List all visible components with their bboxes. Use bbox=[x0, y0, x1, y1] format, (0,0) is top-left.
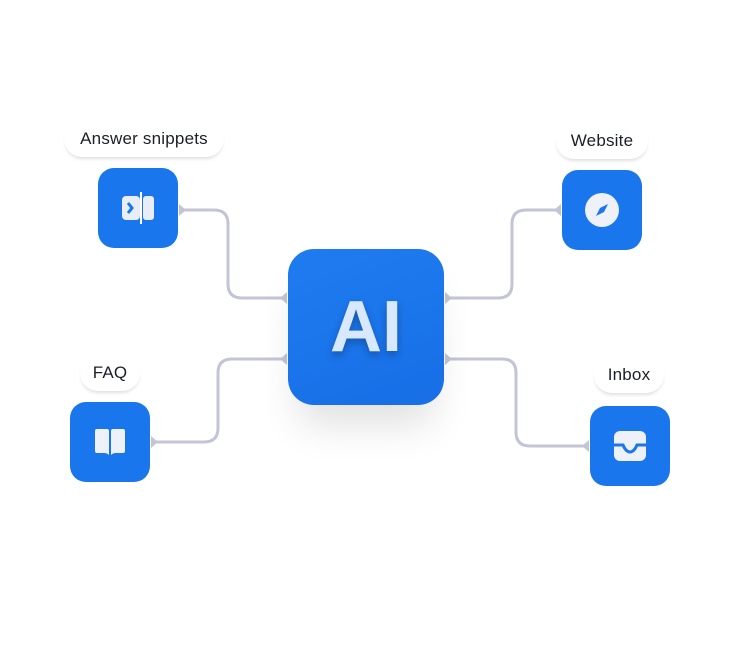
ai-hub[interactable]: AI bbox=[288, 249, 444, 405]
connector-inbox bbox=[448, 357, 586, 448]
book-icon bbox=[95, 429, 125, 455]
compass-icon bbox=[585, 193, 619, 227]
label-faq: FAQ bbox=[80, 355, 140, 391]
label-answer-snippets: Answer snippets bbox=[64, 121, 224, 157]
connector-website bbox=[448, 208, 558, 300]
faq-node[interactable] bbox=[70, 402, 150, 482]
answer-snippets-node[interactable] bbox=[98, 168, 178, 248]
label-inbox: Inbox bbox=[594, 357, 664, 393]
label-website: Website bbox=[556, 123, 648, 159]
website-node[interactable] bbox=[562, 170, 642, 250]
inbox-icon bbox=[614, 431, 646, 461]
inbox-node[interactable] bbox=[590, 406, 670, 486]
sidebar-panel-icon bbox=[122, 192, 154, 224]
connector-faq bbox=[154, 357, 284, 444]
connector-answer bbox=[182, 208, 284, 300]
